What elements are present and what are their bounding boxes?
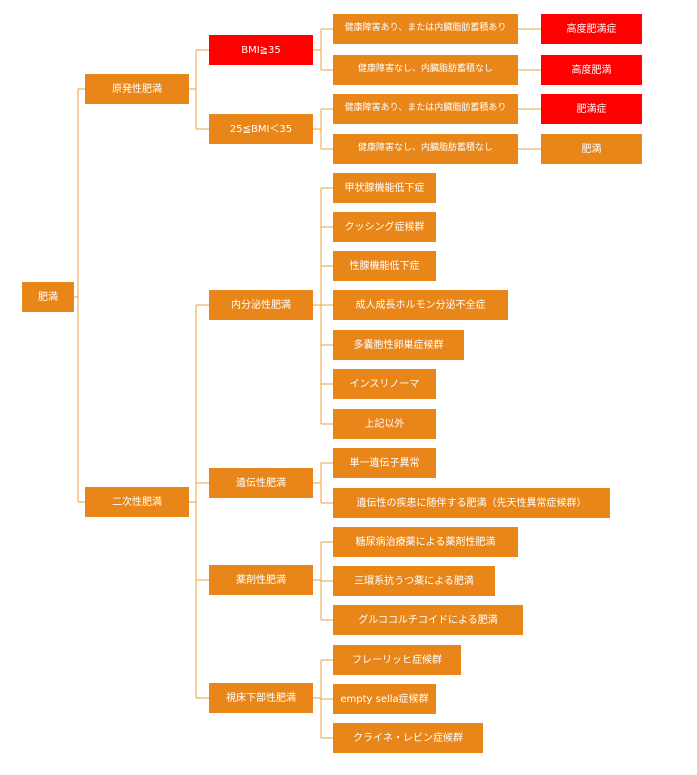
node-result-severe-obesity: 高度肥満 bbox=[541, 55, 642, 85]
node-bmi-35-plus: BMI≧35 bbox=[209, 35, 313, 65]
node-result-obesity-disease: 肥満症 bbox=[541, 94, 642, 124]
node-endocrine-item: 甲状腺機能低下症 bbox=[333, 173, 436, 203]
node-endocrine-item: 多嚢胞性卵巣症候群 bbox=[333, 330, 464, 360]
node-genetic-item: 単一遺伝子異常 bbox=[333, 448, 436, 478]
node-genetic-item: 遺伝性の疾患に随伴する肥満（先天性異常症候群） bbox=[333, 488, 610, 518]
node-result-obesity: 肥満 bbox=[541, 134, 642, 164]
node-result-severe-obesity-disease: 高度肥満症 bbox=[541, 14, 642, 44]
node-condition-mid-with-disorder: 健康障害あり、または内臓脂肪蓄積あり bbox=[333, 94, 518, 124]
node-endocrine-item: 性腺機能低下症 bbox=[333, 251, 436, 281]
node-genetic-obesity: 遺伝性肥満 bbox=[209, 468, 313, 498]
node-drug-item: グルココルチコイドによる肥満 bbox=[333, 605, 523, 635]
node-drug-item: 三環系抗うつ薬による肥満 bbox=[333, 566, 495, 596]
node-primary-obesity: 原発性肥満 bbox=[85, 74, 189, 104]
node-endocrine-item: 上記以外 bbox=[333, 409, 436, 439]
node-drug-induced-obesity: 薬剤性肥満 bbox=[209, 565, 313, 595]
node-hypothalamic-item: フレーリッヒ症候群 bbox=[333, 645, 461, 675]
node-endocrine-item: 成人成長ホルモン分泌不全症 bbox=[333, 290, 508, 320]
node-hypothalamic-item: クライネ・レビン症候群 bbox=[333, 723, 483, 753]
node-endocrine-item: クッシング症候群 bbox=[333, 212, 436, 242]
node-hypothalamic-item: empty sella症候群 bbox=[333, 684, 436, 714]
node-condition-high-without-disorder: 健康障害なし、内臓脂肪蓄積なし bbox=[333, 55, 518, 85]
node-condition-mid-without-disorder: 健康障害なし、内臓脂肪蓄積なし bbox=[333, 134, 518, 164]
node-endocrine-obesity: 内分泌性肥満 bbox=[209, 290, 313, 320]
node-secondary-obesity: 二次性肥満 bbox=[85, 487, 189, 517]
node-endocrine-item: インスリノーマ bbox=[333, 369, 436, 399]
node-bmi-25-35: 25≦BMI＜35 bbox=[209, 114, 313, 144]
node-drug-item: 糖尿病治療薬による薬剤性肥満 bbox=[333, 527, 518, 557]
node-hypothalamic-obesity: 視床下部性肥満 bbox=[209, 683, 313, 713]
node-condition-high-with-disorder: 健康障害あり、または内臓脂肪蓄積あり bbox=[333, 14, 518, 44]
node-obesity: 肥満 bbox=[22, 282, 74, 312]
